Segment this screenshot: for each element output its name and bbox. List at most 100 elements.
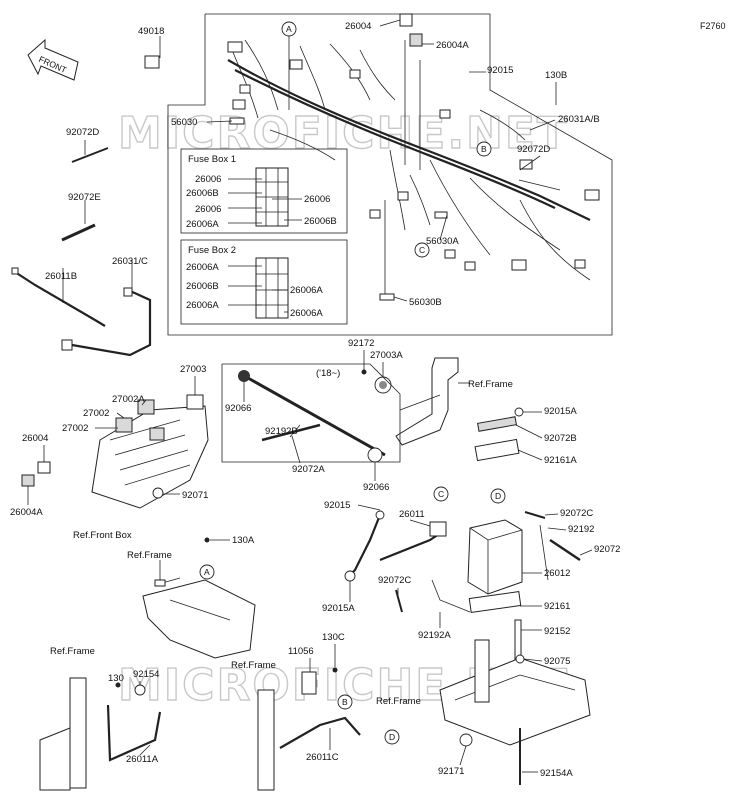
fb2-left-0: 26006A [186, 262, 219, 273]
inset-2018-panel: ('18~) [221, 363, 401, 463]
relay-27002 [115, 417, 133, 433]
battery-cable-26011 [344, 510, 447, 613]
callout-d-bottom-label: D [389, 732, 395, 742]
callout-b-top-label: B [481, 144, 487, 154]
part-label-7: 92072D [517, 144, 550, 155]
pad-92161 [468, 591, 522, 613]
fuse-box-1-title: Fuse Box 1 [188, 154, 236, 165]
part-label-19: 27002 [62, 423, 88, 434]
part-label-49: 92171 [438, 766, 464, 777]
frame-ref-top-right [395, 357, 470, 446]
fuse-box-2-panel: Fuse Box 2 26006A 26006B 26006A 26006A 2… [180, 239, 348, 325]
ref-frame-top: Ref.Frame [468, 379, 513, 390]
fb2-right-1: 26006A [290, 308, 323, 319]
callout-d-mid-label: D [495, 491, 501, 501]
callout-a-bottom [199, 564, 215, 580]
callout-c-top [414, 242, 430, 258]
bolt-92152 [514, 619, 522, 661]
ref-frame-mid: Ref.Frame [127, 550, 172, 561]
part-label-8: 92072D [66, 127, 99, 138]
tube-92192b [247, 376, 386, 457]
fb1-left-3: 26006A [186, 219, 219, 230]
part-label-37: 92072C [378, 575, 411, 586]
clamp-92072-right [549, 538, 581, 562]
part-label-39: 92161 [544, 601, 570, 612]
cable-26011a [106, 704, 162, 762]
part-label-35: 26012 [544, 568, 570, 579]
part-label-31: 26011 [399, 509, 425, 520]
frame-ref-mid-left [142, 537, 256, 659]
part-label-10: 56030B [409, 297, 442, 308]
part-label-41: 130A [232, 535, 255, 546]
callout-c-mid-label: C [438, 489, 444, 499]
frame-ref-bottom-left [39, 677, 162, 791]
main-wire-harness [144, 13, 600, 301]
part-label-26: 92071 [182, 490, 208, 501]
part-label-14: 92172 [348, 338, 374, 349]
watermark-top: MICROFICHE.NET [118, 108, 569, 159]
cable-26011c [279, 716, 361, 749]
part-label-30: 92015 [324, 500, 350, 511]
fb1-left-2: 26006 [195, 204, 221, 215]
ref-frame-bc: Ref.Frame [231, 660, 276, 671]
pad-92161a [474, 438, 520, 462]
part-label-48: 26011C [306, 752, 339, 763]
fb1-left-0: 26006 [195, 174, 221, 185]
tray-post [474, 639, 490, 703]
tube-92192a [431, 579, 471, 613]
strap-92072b [477, 416, 517, 432]
callout-c-mid [433, 486, 449, 502]
tape-56030 [229, 117, 245, 125]
fuse-box-2-title: Fuse Box 2 [188, 245, 236, 256]
fb1-left-1: 26006B [186, 188, 219, 199]
nut-92015a-bottom [344, 570, 356, 582]
fuse-box-1-panel: Fuse Box 1 26006 26006B 26006 26006A 260… [180, 148, 348, 234]
part-label-18: 27002 [83, 408, 109, 419]
part-label-27: 92015A [544, 406, 577, 417]
part-label-3: 92015 [487, 65, 513, 76]
callout-d-bottom [384, 729, 400, 745]
leader-lines [27, 19, 593, 773]
part-label-16: 27003 [180, 364, 206, 375]
callout-d-mid [490, 488, 506, 504]
part-label-33: 92192 [568, 524, 594, 535]
part-label-15: 27003A [370, 350, 403, 361]
bolt-130a [204, 537, 210, 543]
part-label-36: 92015A [322, 603, 355, 614]
battery-26012 [467, 519, 523, 595]
clamp-92071 [152, 487, 164, 499]
bolt-130c [332, 667, 338, 673]
battery-assembly [431, 407, 581, 661]
nut-92154 [134, 684, 146, 696]
bolt-92172 [361, 369, 367, 375]
frame-post-bc [257, 689, 275, 791]
part-label-2: 26004A [436, 40, 469, 51]
callout-a-bottom-label: A [204, 567, 210, 577]
fb1-right-0: 26006 [304, 194, 330, 205]
part-label-46: 92154 [133, 669, 159, 680]
part-label-21: 26004A [10, 507, 43, 518]
clamp-92072d [518, 179, 561, 191]
fuse-box-2-body [255, 257, 289, 319]
nut-92075 [515, 654, 525, 664]
relay-26004a-left [21, 474, 35, 487]
part-label-5: 26031A/B [558, 114, 600, 125]
part-label-23: 92192B [265, 426, 298, 437]
part-label-32: 92072C [560, 508, 593, 519]
connector-49018 [144, 55, 160, 69]
cap-92066-left [238, 370, 250, 382]
nut-92015a-top [514, 407, 524, 417]
main-harness-boundary [167, 13, 613, 336]
part-label-12: 26031/C [112, 256, 148, 267]
frame-post-bl [69, 677, 87, 789]
fb1-right-1: 26006B [304, 216, 337, 227]
ref-front-box: Ref.Front Box [73, 530, 132, 541]
clamp-92072c-mid [395, 589, 403, 613]
part-label-38: 92192A [418, 630, 451, 641]
callout-a-top-label: A [286, 24, 292, 34]
relay-connector-26004 [399, 13, 413, 27]
part-label-6: 56030 [171, 117, 197, 128]
part-label-40: 92152 [544, 626, 570, 637]
battery-cable-26011b [11, 267, 106, 327]
battery-tray-bottom-right [439, 639, 591, 785]
